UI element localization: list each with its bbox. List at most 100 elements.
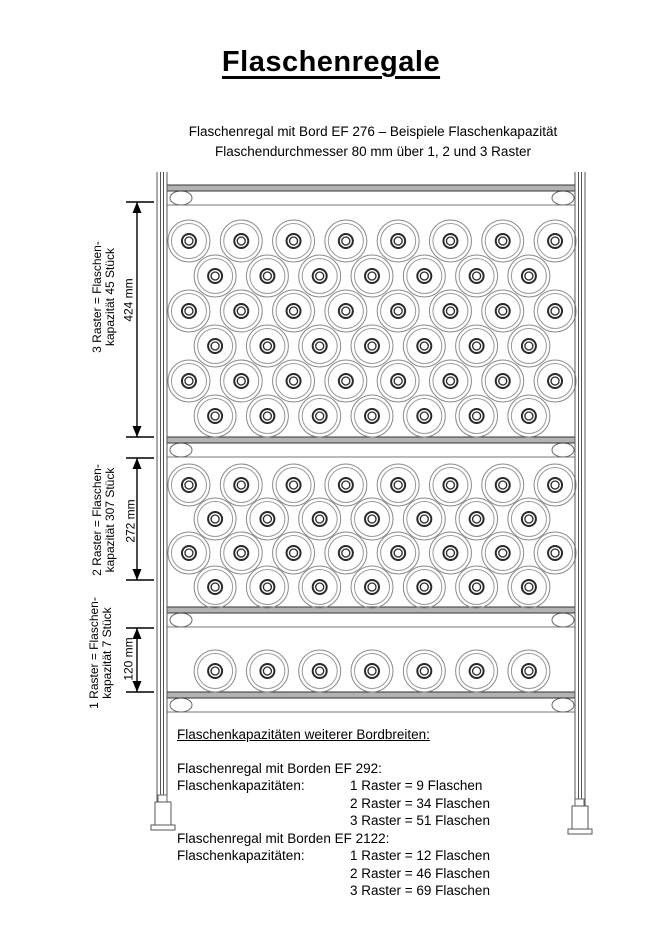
bottle-opening-ring <box>393 376 403 386</box>
bottle-body-ring <box>249 569 286 605</box>
caption-line-2: Flaschendurchmesser 80 mm über 1, 2 und … <box>215 144 531 159</box>
bottle-body-ring <box>197 328 234 364</box>
bottle-opening-ring <box>498 548 508 558</box>
bottle-opening-ring <box>445 376 456 386</box>
bottle <box>272 359 316 403</box>
bottle <box>507 649 551 693</box>
bottle-opening-ring <box>498 306 508 316</box>
bottle-neck-ring <box>207 511 224 527</box>
bottle-neck-ring <box>233 477 250 493</box>
bottle-outer-ring <box>272 359 316 403</box>
bottle <box>245 497 289 541</box>
bottle-opening-ring <box>471 341 482 351</box>
shelf-bracket-right <box>551 442 575 458</box>
shelf-bar <box>166 184 576 192</box>
bottle <box>193 254 237 298</box>
bottle-neck-ring <box>390 233 407 249</box>
shelf-bracket-right <box>551 612 575 628</box>
bottle-outer-ring <box>298 254 342 298</box>
bottle-neck-ring <box>494 545 511 561</box>
bottle-body-ring <box>432 467 469 503</box>
bottle <box>298 394 342 438</box>
bottle-body-ring <box>510 258 547 294</box>
bottle-body-ring <box>380 293 417 329</box>
bottle-body-ring <box>537 535 574 571</box>
bottle-neck-ring <box>390 477 407 493</box>
bottle-outer-ring <box>350 565 394 609</box>
bottle <box>481 463 525 507</box>
left-rail <box>156 172 168 802</box>
bottle-opening-ring <box>471 514 482 524</box>
bottle <box>167 463 211 507</box>
bottle-opening-ring <box>210 514 220 524</box>
bottle-neck-ring <box>468 511 485 527</box>
bottle-neck-ring <box>520 268 537 284</box>
bottle-opening-ring <box>184 376 194 386</box>
bottle <box>428 219 472 263</box>
bottle-body-ring <box>249 328 286 364</box>
bottle-neck-ring <box>468 663 485 679</box>
bottle-outer-ring <box>272 219 316 263</box>
arrowhead-down <box>132 569 142 580</box>
bottle-outer-ring <box>507 324 551 368</box>
shelf-bracket-right <box>551 190 575 206</box>
shelf-bar <box>166 436 576 444</box>
bottle-body-ring <box>380 363 417 399</box>
bottle-opening-ring <box>419 411 429 421</box>
bottle-opening-ring <box>393 548 403 558</box>
bottle-body-ring <box>327 535 364 571</box>
bottle-body-ring <box>354 328 390 364</box>
bottle-outer-ring <box>324 289 368 333</box>
bottle-neck-ring <box>364 579 380 595</box>
bottle-body-ring <box>301 398 338 434</box>
bottle-opening-ring <box>524 411 534 421</box>
bottle-body-ring <box>432 293 469 329</box>
bottle-neck-ring <box>468 579 485 595</box>
bottle <box>193 324 237 368</box>
bottle <box>193 565 237 609</box>
bottle <box>350 394 394 438</box>
bottle-outer-ring <box>298 497 342 541</box>
bottle-neck-ring <box>233 303 250 319</box>
bottle-body-ring <box>170 223 207 259</box>
bottle-opening-ring <box>315 582 325 592</box>
bottle-body-ring <box>537 467 574 503</box>
bottle-neck-ring <box>494 233 511 249</box>
bottle-neck-ring <box>520 663 537 679</box>
bottle-outer-ring <box>219 463 263 507</box>
bottle-outer-ring <box>193 254 237 298</box>
capacity-row: 2 Raster = 46 Flaschen <box>177 865 490 883</box>
bottle <box>272 463 316 507</box>
bottle-body-ring <box>327 467 364 503</box>
bottle <box>402 497 446 541</box>
bottle-body-ring <box>301 258 338 294</box>
bottle-opening-ring <box>262 271 273 281</box>
bottle-opening-ring <box>184 236 194 246</box>
bottle <box>193 394 237 438</box>
bottle-opening-ring <box>367 582 377 592</box>
bottle-outer-ring <box>481 219 525 263</box>
bottle <box>376 359 420 403</box>
bottle-body-ring <box>170 467 207 503</box>
bottle-outer-ring <box>167 289 211 333</box>
bottle-neck-ring <box>364 408 380 424</box>
bottle-opening-ring <box>288 548 299 558</box>
right-rail <box>574 172 586 806</box>
capacity-value: 2 Raster = 34 Flaschen <box>350 795 490 811</box>
bottle-neck-ring <box>520 408 537 424</box>
bottle-opening-ring <box>471 271 482 281</box>
bottle-opening-ring <box>236 548 246 558</box>
bottle <box>428 531 472 575</box>
bottle <box>219 219 263 263</box>
shelf-bracket-left <box>169 190 193 206</box>
bottle-outer-ring <box>272 289 316 333</box>
bottle <box>507 254 551 298</box>
bottle <box>376 289 420 333</box>
bottle-opening-ring <box>341 548 351 558</box>
bottle-body-ring <box>275 363 312 399</box>
capacity-row: 2 Raster = 34 Flaschen <box>177 795 490 813</box>
bottle-outer-ring <box>272 531 316 575</box>
capacity-value: 1 Raster = 9 Flaschen <box>350 778 483 793</box>
bottle-outer-ring <box>455 324 499 368</box>
